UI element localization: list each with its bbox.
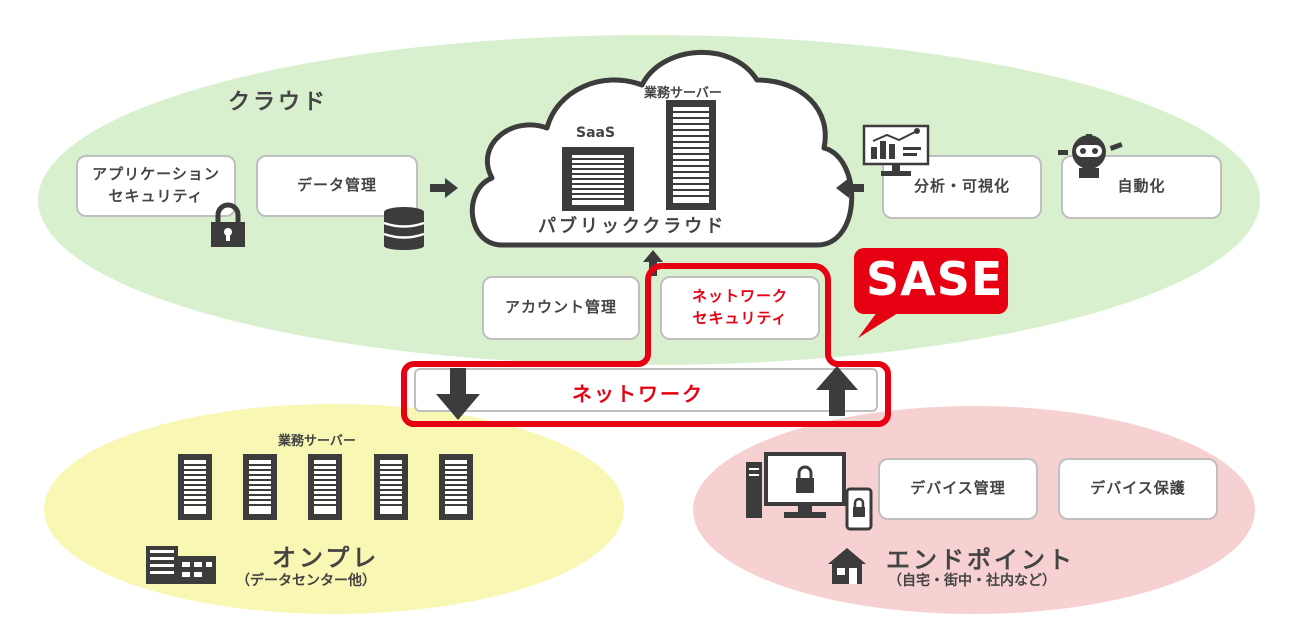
arrow-left-icon bbox=[836, 178, 864, 198]
saas-label: SaaS bbox=[576, 125, 616, 141]
house-icon bbox=[828, 548, 866, 584]
onprem-title: オンプレ bbox=[272, 544, 380, 572]
endpoint-subtitle: （自宅・街中・社内など） bbox=[888, 573, 1056, 589]
network-bar[interactable] bbox=[414, 368, 878, 412]
device-protection-box[interactable]: デバイス保護 bbox=[1058, 458, 1218, 520]
smartphone-lock-icon bbox=[845, 487, 873, 531]
lock-icon bbox=[211, 202, 245, 247]
network-security-box[interactable]: ネットワーク セキュリティ bbox=[660, 276, 820, 340]
monitor-chart-icon bbox=[862, 124, 930, 176]
endpoint-title: エンドポイント bbox=[886, 546, 1075, 574]
device-protection-label: デバイス保護 bbox=[1090, 479, 1186, 498]
onprem-server-label: 業務サーバー bbox=[278, 434, 356, 449]
account-management-label: アカウント管理 bbox=[504, 298, 617, 317]
cloud-zone-label: クラウド bbox=[228, 90, 329, 115]
arrow-right-icon bbox=[430, 178, 458, 198]
automation-label: 自動化 bbox=[1117, 177, 1166, 196]
onprem-subtitle: （データセンター他） bbox=[236, 573, 376, 589]
arrow-up-icon bbox=[643, 250, 663, 276]
saas-server-icon bbox=[562, 147, 634, 211]
sase-label: SASE bbox=[866, 252, 1004, 306]
data-management-box[interactable]: データ管理 bbox=[256, 155, 418, 217]
app-security-line1: アプリケーション bbox=[92, 165, 220, 184]
desktop-lock-icon bbox=[746, 452, 846, 518]
network-label: ネットワーク bbox=[572, 382, 704, 406]
cloud-server-label: 業務サーバー bbox=[644, 86, 722, 101]
data-management-label: データ管理 bbox=[296, 176, 377, 195]
cloud-server-icon bbox=[666, 100, 716, 210]
arrow-down-icon bbox=[436, 368, 480, 420]
robot-icon bbox=[1058, 134, 1123, 178]
public-cloud-label: パブリッククラウド bbox=[538, 216, 727, 237]
app-security-line2: セキュリティ bbox=[108, 187, 204, 205]
analytics-label: 分析・可視化 bbox=[913, 177, 1010, 196]
database-icon bbox=[383, 207, 425, 250]
building-icon bbox=[146, 546, 216, 584]
analytics-box[interactable]: 分析・可視化 bbox=[882, 155, 1042, 219]
device-management-box[interactable]: デバイス管理 bbox=[878, 458, 1038, 520]
app-security-box[interactable]: アプリケーション セキュリティ bbox=[76, 155, 236, 217]
account-management-box[interactable]: アカウント管理 bbox=[482, 276, 640, 340]
sase-callout bbox=[854, 248, 1008, 338]
device-management-label: デバイス管理 bbox=[910, 479, 1006, 498]
arrow-up-icon-large bbox=[816, 366, 858, 416]
network-security-line1: ネットワーク bbox=[691, 287, 788, 306]
onprem-servers-icon bbox=[178, 454, 473, 520]
network-security-line2: セキュリティ bbox=[692, 309, 788, 327]
